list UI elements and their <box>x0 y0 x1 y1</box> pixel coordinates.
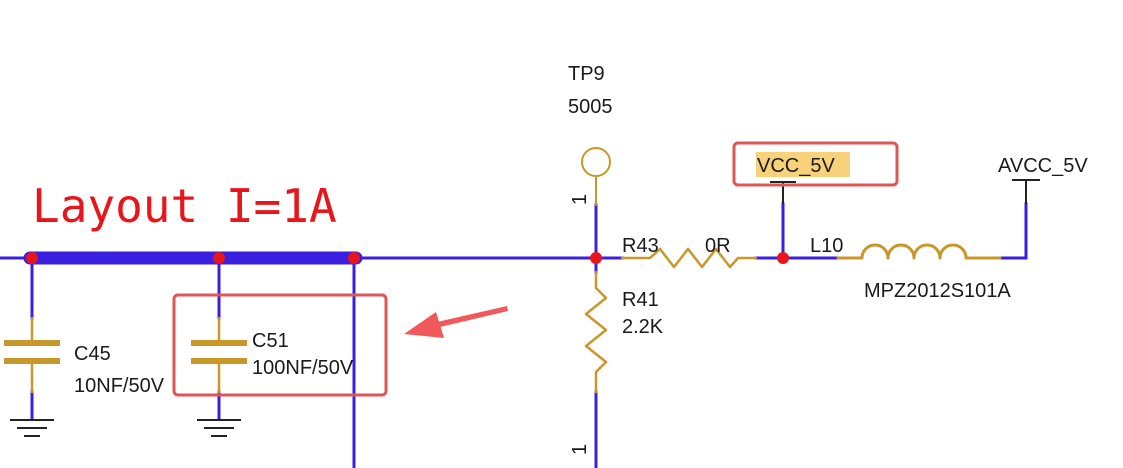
r41-value: 2.2K <box>622 316 664 338</box>
c45-ground-icon <box>10 419 54 437</box>
junction-dot <box>348 252 360 264</box>
testpoint-value: 5005 <box>568 96 613 118</box>
r43-resistor-symbol <box>620 247 758 269</box>
junction-dot <box>590 252 602 264</box>
l10-inductor-symbol <box>836 243 1002 260</box>
lower-pin-number: 1 <box>569 444 591 455</box>
c51-ref: C51 <box>252 330 289 352</box>
c51-ground-icon <box>197 419 241 437</box>
c45-value: 10NF/50V <box>74 375 165 397</box>
r43-value: 0R <box>705 235 731 257</box>
testpoint-pin-number: 1 <box>569 194 591 205</box>
l10-value: MPZ2012S101A <box>864 280 1011 302</box>
c51-value: 100NF/50V <box>252 357 354 379</box>
junction-dot <box>26 252 38 264</box>
r43-ref: R43 <box>622 235 659 257</box>
junction-dot <box>777 252 789 264</box>
avcc-net-label: AVCC_5V <box>998 155 1088 177</box>
l10-ref: L10 <box>810 235 843 257</box>
testpoint-tp9-symbol <box>581 147 611 177</box>
c51-plate-top <box>191 340 247 346</box>
vcc-net-label: VCC_5V <box>757 155 835 177</box>
layout-note: Layout I=1A <box>32 179 337 233</box>
vcc-highlight-box <box>732 141 899 187</box>
r41-resistor-symbol <box>584 270 608 394</box>
testpoint-ref: TP9 <box>568 63 605 85</box>
c45-plate-top <box>4 340 60 346</box>
c51-highlight-box <box>172 293 388 397</box>
r41-ref: R41 <box>622 289 659 311</box>
junction-dot <box>213 252 225 264</box>
c45-plate-bottom <box>4 358 60 364</box>
vcc-net-highlight <box>756 152 850 177</box>
c45-ref: C45 <box>74 343 111 365</box>
c51-plate-bottom <box>191 358 247 364</box>
pointer-arrow-icon <box>404 306 508 338</box>
